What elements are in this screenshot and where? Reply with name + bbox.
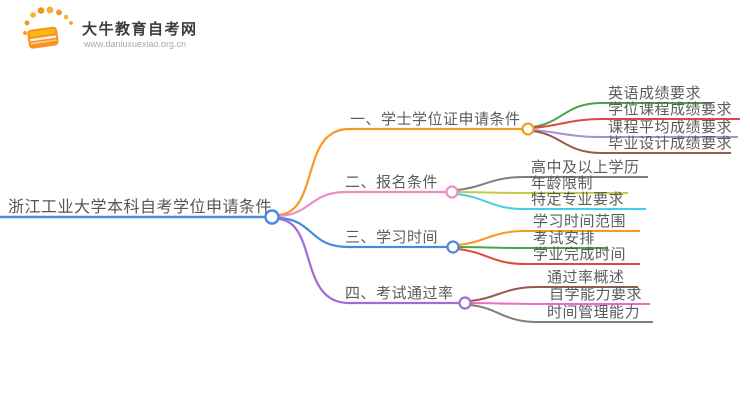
connector-leaf-exam-schedule [457, 246, 608, 249]
branch-3-label[interactable]: 三、学习时间 [345, 229, 439, 246]
node-circle-branch-4[interactable] [458, 296, 472, 310]
leaf-label-course-average-score[interactable]: 课程平均成绩要求 [608, 119, 733, 136]
node-circle-root[interactable] [264, 209, 280, 225]
node-circle-branch-2[interactable] [445, 185, 459, 199]
site-logo: 大牛教育自考网 www.daniuxuexiao.org.cn [20, 6, 250, 56]
connector-leaf-self-study-ability [469, 302, 650, 305]
connector-branch-2 [278, 190, 447, 218]
leaf-label-time-management[interactable]: 时间管理能力 [547, 304, 641, 321]
connector-leaf-degree-course-score [532, 118, 740, 129]
leaf-label-exam-schedule[interactable]: 考试安排 [533, 230, 596, 247]
connector-leaf-pass-rate-overview [469, 286, 638, 302]
leaf-label-study-time-range[interactable]: 学习时间范围 [533, 213, 627, 230]
connector-leaf-specific-major [456, 193, 646, 210]
connector-leaf-study-completion-time [457, 248, 640, 265]
leaf-label-study-completion-time[interactable]: 学业完成时间 [533, 246, 627, 263]
leaf-label-self-study-ability[interactable]: 自学能力要求 [549, 286, 643, 303]
node-circle-branch-1[interactable] [521, 122, 535, 136]
branch-4-label[interactable]: 四、考试通过率 [345, 285, 454, 302]
connector-leaf-english-score [532, 102, 712, 128]
connector-leaf-course-average-score [532, 129, 738, 138]
connector-leaf-age-limit [456, 191, 628, 194]
branch-2-label[interactable]: 二、报名条件 [345, 174, 439, 191]
connector-branch-3 [278, 216, 448, 249]
connector-leaf-time-management [469, 304, 653, 323]
logo-site-url: www.daniuxuexiao.org.cn [84, 39, 187, 49]
leaf-label-pass-rate-overview[interactable]: 通过率概述 [547, 269, 625, 286]
leaf-label-graduation-design-score[interactable]: 毕业设计成绩要求 [608, 135, 733, 152]
connector-branch-4 [278, 217, 460, 305]
connector-branch-1 [278, 127, 523, 217]
book-sunburst-icon [22, 6, 73, 49]
root-node-label[interactable]: 浙江工业大学本科自考学位申请条件 [8, 199, 273, 216]
leaf-label-highschool-education[interactable]: 高中及以上学历 [531, 159, 640, 176]
branch-1-label[interactable]: 一、学士学位证申请条件 [350, 111, 521, 128]
connector-leaf-highschool-education [456, 176, 648, 191]
connector-leaf-graduation-design-score [532, 130, 731, 154]
leaf-label-degree-course-score[interactable]: 学位课程成绩要求 [608, 101, 733, 118]
leaf-label-english-score[interactable]: 英语成绩要求 [608, 85, 702, 102]
node-circle-branch-3[interactable] [446, 240, 460, 254]
leaf-label-specific-major[interactable]: 特定专业要求 [531, 191, 625, 208]
leaf-label-age-limit[interactable]: 年龄限制 [531, 175, 594, 192]
logo-site-name: 大牛教育自考网 [82, 21, 198, 38]
connector-leaf-study-time-range [457, 230, 640, 246]
